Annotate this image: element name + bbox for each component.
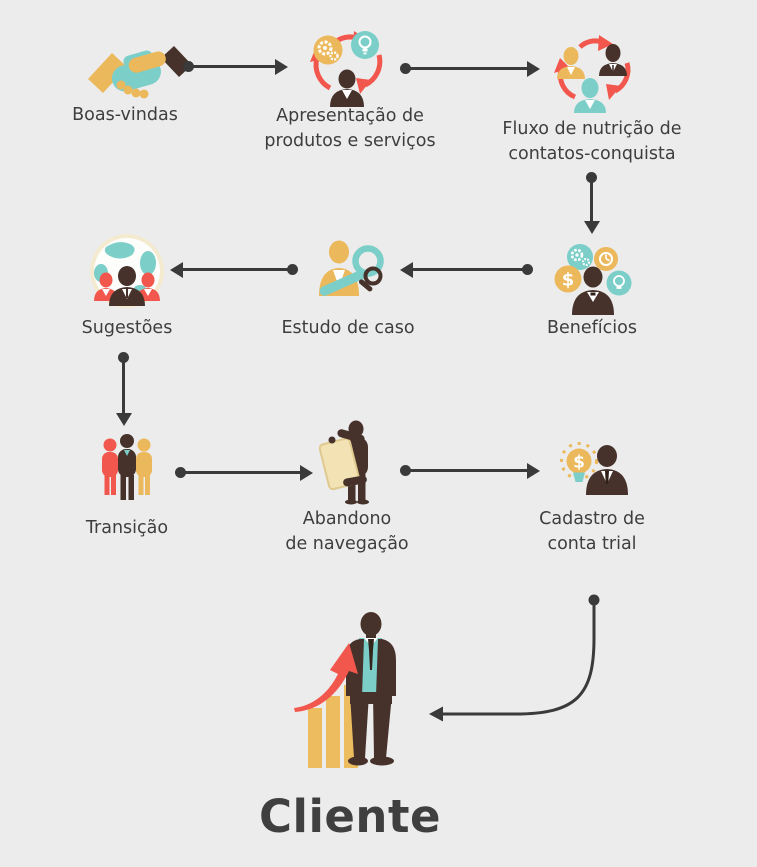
case-study-icon: [319, 240, 384, 296]
arrow-abandono-to-cadastro: [400, 462, 540, 479]
arrow-transicao-to-abandono: [175, 464, 313, 481]
contacts-cycle-icon: [554, 35, 631, 113]
arrow-boas-vindas-to-apresentacao: [183, 58, 288, 75]
presentation-cycle-icon: [310, 31, 383, 107]
benefits-icon: $: [554, 244, 632, 315]
node-label-fluxo: Fluxo de nutrição de contatos-conquista: [502, 119, 682, 164]
suggestions-globe-icon: [90, 234, 164, 308]
transition-people-icon: [102, 434, 152, 500]
arrow-apresentacao-to-fluxo: [400, 60, 540, 77]
arrow-sugestoes-to-transicao: [115, 352, 132, 426]
page-title: Cliente: [259, 790, 441, 843]
node-label-boas-vindas: Boas-vindas: [72, 105, 178, 125]
svg-text:$: $: [573, 453, 585, 473]
client-growth-icon: [294, 612, 396, 768]
node-label-cadastro: Cadastro de conta trial: [539, 509, 645, 554]
arrow-estudo-to-sugestoes: [170, 261, 298, 278]
handshake-icon: [88, 46, 192, 99]
svg-text:$: $: [562, 270, 575, 291]
arrow-cadastro-to-cliente: [429, 594, 600, 722]
node-label-sugestoes: Sugestões: [81, 318, 173, 338]
node-label-beneficios: Benefícios: [547, 318, 637, 338]
node-label-apresentacao: Apresentação de produtos e serviços: [264, 106, 436, 151]
arrow-beneficios-to-estudo: [400, 261, 533, 278]
arrow-fluxo-to-beneficios: [583, 172, 600, 234]
node-label-transicao: Transição: [85, 518, 169, 538]
trial-account-icon: $: [560, 442, 628, 495]
navigation-abandon-icon: [319, 420, 369, 505]
node-label-abandono: Abandono de navegação: [285, 509, 409, 554]
node-label-estudo: Estudo de caso: [281, 318, 415, 338]
